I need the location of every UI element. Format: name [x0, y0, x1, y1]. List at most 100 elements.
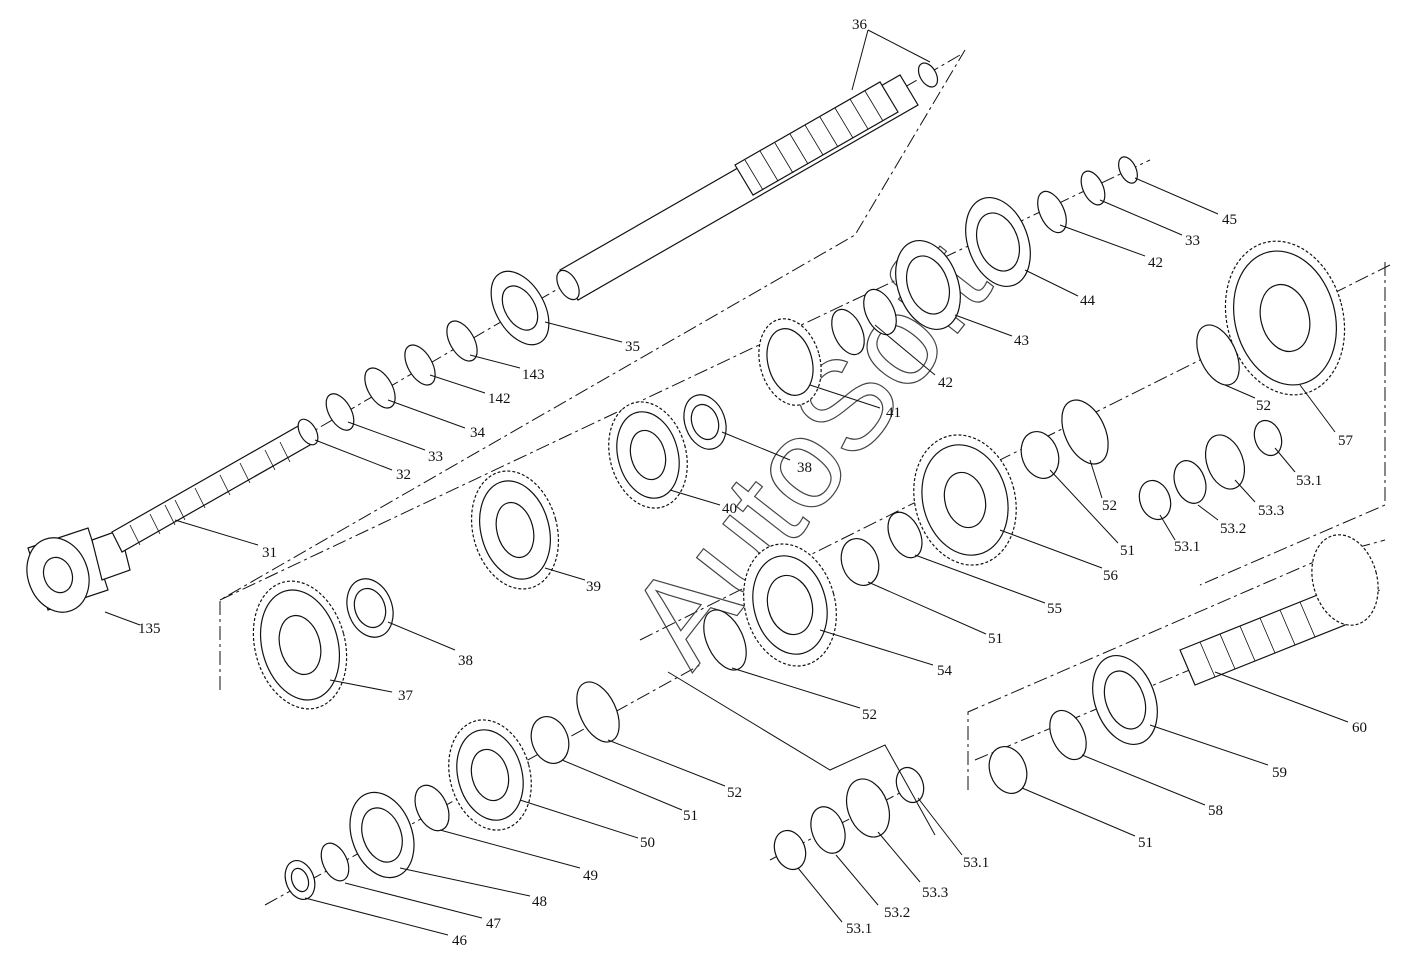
- part-number-label: 52: [1102, 498, 1117, 514]
- callout-p41: 41: [809, 384, 901, 421]
- part-number-label: 142: [488, 391, 511, 407]
- callout-p57: 57: [1299, 384, 1354, 449]
- sleeve-38a: [346, 578, 394, 638]
- part-number-label: 50: [640, 835, 655, 851]
- part-number-label: 43: [1014, 333, 1029, 349]
- leader-line: [607, 739, 726, 787]
- part-number-label: 56: [1103, 568, 1119, 584]
- sync-set-b: [773, 766, 925, 871]
- leader-line: [917, 797, 963, 856]
- part-number-label: 57: [1338, 433, 1354, 449]
- sleeve-51d: [988, 746, 1028, 794]
- part-number-label: 53.2: [1220, 521, 1246, 537]
- leader-bracket-lower: [667, 671, 936, 836]
- part-number-label: 54: [937, 663, 953, 679]
- part-number-label: 34: [470, 425, 486, 441]
- sync-set-a: [1138, 419, 1283, 521]
- part-number-label: 52: [1256, 398, 1271, 414]
- gear-54: [743, 543, 837, 667]
- callout-p34: 34: [387, 399, 486, 441]
- callout-p32: 32: [314, 439, 411, 483]
- part-number-label: 40: [722, 501, 737, 517]
- callout-p51d: 51: [1021, 787, 1153, 851]
- part-number-label: 47: [486, 916, 502, 932]
- ring-52a: [1196, 324, 1240, 386]
- gear-40: [608, 401, 688, 509]
- ring-47: [320, 842, 350, 882]
- callout-p53_1b: 53.1: [1159, 514, 1200, 555]
- leader-line: [731, 667, 861, 709]
- callout-p58: 58: [1081, 754, 1223, 819]
- leader-line: [1274, 447, 1296, 473]
- leader-line: [399, 867, 531, 897]
- part-number-label: 53.2: [884, 905, 910, 921]
- sleeve-51a: [1020, 431, 1060, 479]
- ring-143: [446, 320, 478, 362]
- leader-line: [387, 621, 456, 651]
- part-number-label: 35: [625, 339, 640, 355]
- callout-p51c: 51: [561, 759, 698, 824]
- gear-41: [758, 318, 822, 406]
- part-135-flange: [26, 527, 131, 613]
- part-number-label: 55: [1047, 601, 1062, 617]
- leader-line: [867, 581, 987, 635]
- ring-33b: [1080, 170, 1106, 206]
- leader-line: [544, 321, 623, 343]
- ring-52b: [1061, 399, 1109, 465]
- ring-34: [364, 367, 396, 409]
- gear-57: [1224, 240, 1346, 396]
- bearing-59: [1092, 654, 1158, 746]
- leader-line: [1214, 671, 1349, 723]
- callout-p52c: 52: [731, 667, 877, 723]
- ring-58: [1049, 709, 1087, 761]
- callout-p46: 46: [304, 897, 468, 949]
- sleeve-38b: [683, 394, 727, 450]
- part-number-label: 53.1: [846, 921, 872, 937]
- ring-52d: [576, 681, 620, 743]
- nut-46: [284, 860, 316, 900]
- leader-line: [669, 489, 721, 506]
- callout-p31: 31: [174, 519, 277, 561]
- leader-line: [1021, 787, 1136, 837]
- leader-line: [344, 882, 483, 919]
- leader-line: [387, 399, 466, 429]
- gear-50: [448, 719, 532, 831]
- part-number-label: 52: [862, 707, 877, 723]
- leader-line: [561, 759, 683, 811]
- part-number-label: 44: [1080, 293, 1096, 309]
- leader-line: [1024, 269, 1079, 297]
- ring-49: [414, 784, 450, 832]
- gear-56: [913, 434, 1017, 566]
- leader-line: [1134, 177, 1219, 215]
- part-number-label: 60: [1352, 720, 1367, 736]
- ring-52c: [703, 609, 747, 671]
- part-number-label: 42: [938, 375, 953, 391]
- leader-line: [429, 374, 486, 394]
- callout-p55: 55: [914, 554, 1062, 617]
- leader-line: [954, 314, 1013, 337]
- part-number-label: 38: [797, 460, 812, 476]
- callout-p59: 59: [1149, 724, 1287, 781]
- leader-line: [519, 799, 639, 839]
- callout-p56: 56: [999, 529, 1119, 584]
- callout-p53_2b: 53.2: [835, 854, 910, 921]
- callout-p45: 45: [1134, 177, 1237, 228]
- leader-line: [347, 421, 426, 451]
- callout-p51b: 51: [867, 581, 1003, 647]
- part-number-label: 37: [398, 688, 414, 704]
- leader-line: [174, 519, 259, 546]
- part-number-label: 51: [683, 808, 698, 824]
- part-number-label: 49: [583, 868, 598, 884]
- part-number-label: 135: [138, 621, 161, 637]
- leader-line: [314, 439, 393, 471]
- leader-line: [544, 567, 586, 581]
- callout-p37: 37: [329, 679, 414, 704]
- shaft-60: [1179, 534, 1379, 686]
- ring-142: [404, 344, 436, 386]
- leader-line: [797, 867, 843, 923]
- part-number-label: 41: [886, 405, 901, 421]
- part-number-label: 53.1: [1174, 539, 1200, 555]
- ring-33a: [325, 393, 355, 431]
- part-number-label: 53.1: [963, 855, 989, 871]
